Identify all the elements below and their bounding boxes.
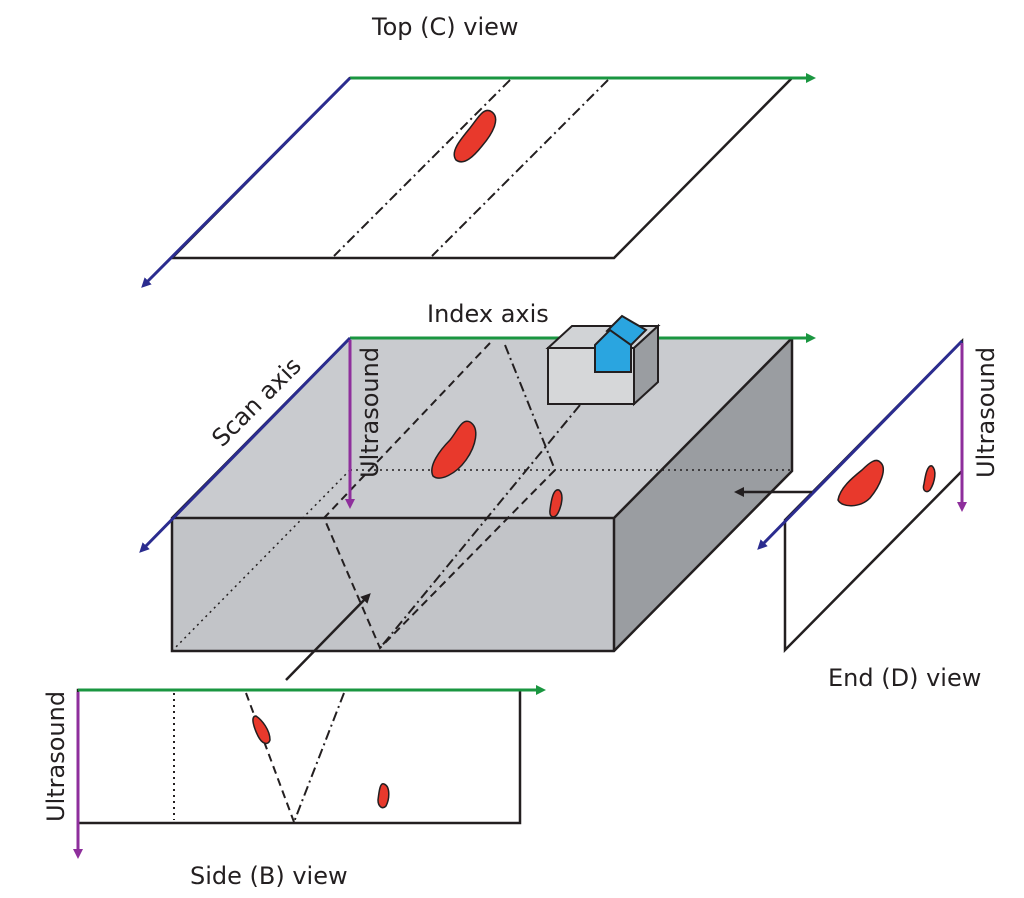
end-view-panel: Ultrasound End (D) view <box>734 337 1000 692</box>
block-ultrasound-label: Ultrasound <box>356 347 384 478</box>
side-view-label: Side (B) view <box>190 862 348 890</box>
block-defect-large <box>431 420 477 479</box>
end-view-defect-small <box>922 465 936 493</box>
block-side-face <box>614 338 792 651</box>
top-view-label: Top (C) view <box>371 13 519 41</box>
side-view-projection-arrow <box>285 593 371 681</box>
side-view-ultrasound-label: Ultrasound <box>42 691 70 822</box>
block-defect-small <box>549 489 563 518</box>
test-block: Index axis Scan axis Ultrasound <box>139 300 816 653</box>
block-beam-dashed <box>322 342 556 650</box>
side-view-defect-2 <box>377 783 390 809</box>
block-beam-dashdot-2 <box>379 404 581 649</box>
end-view-defect-large <box>837 459 884 507</box>
side-view-beam-dashed <box>245 692 295 823</box>
block-front-face <box>172 518 614 651</box>
top-view-defect <box>453 109 497 163</box>
side-view-beam-dashdot <box>293 692 345 823</box>
probe-crystal-front <box>594 328 632 373</box>
top-view-plane <box>169 76 795 260</box>
top-view-scan-line-2 <box>431 79 609 257</box>
side-view-defect-1 <box>252 715 271 745</box>
top-view-scan-line-1 <box>333 79 511 257</box>
block-beam-dashdot-1 <box>504 344 556 471</box>
top-view-scan-axis-arrow <box>141 76 352 288</box>
side-view-panel: Ultrasound Side (B) view <box>42 593 546 890</box>
end-view-scan-axis-arrow <box>757 339 964 550</box>
end-view-ultrasound-label: Ultrasound <box>972 347 1000 478</box>
block-hidden-left-edge <box>171 469 351 652</box>
index-axis-label: Index axis <box>427 300 549 328</box>
block-scan-axis-arrow <box>139 336 352 553</box>
ultrasonic-probe-icon <box>545 314 661 407</box>
side-view-plane <box>76 688 522 825</box>
end-view-label: End (D) view <box>828 664 981 692</box>
top-view-panel: Top (C) view <box>141 13 816 288</box>
